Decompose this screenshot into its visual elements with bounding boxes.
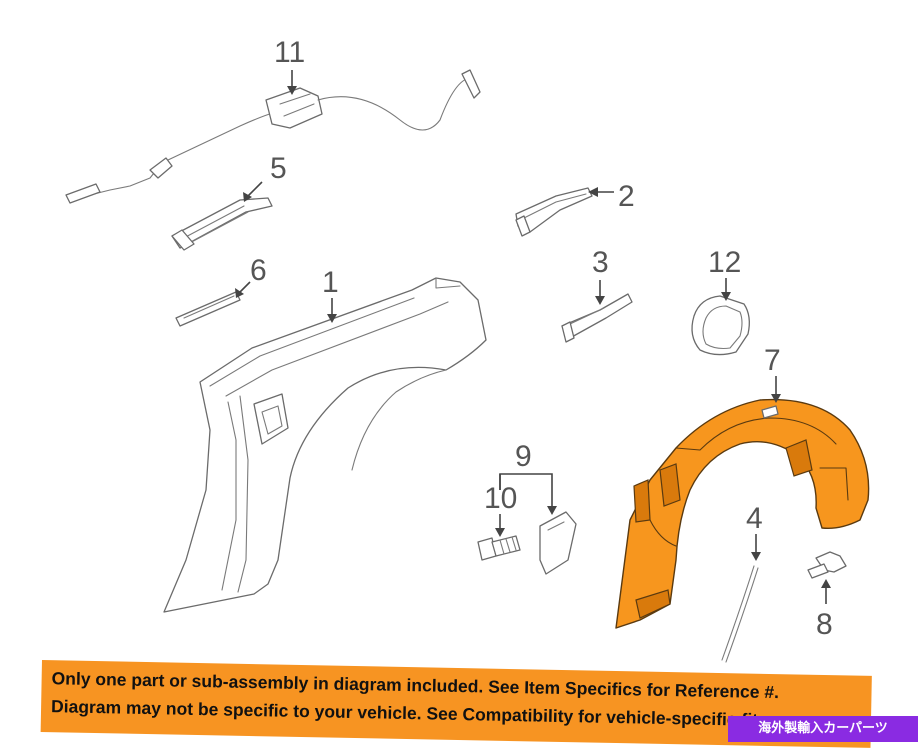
callout-3: 3 xyxy=(592,246,609,279)
callout-12: 12 xyxy=(708,246,741,279)
part-6-strip xyxy=(175,291,241,327)
callout-6: 6 xyxy=(250,254,267,287)
disclaimer-line-2: Diagram may not be specific to your vehi… xyxy=(50,696,764,730)
part-11-cable xyxy=(65,69,481,204)
callout-1: 1 xyxy=(322,266,339,299)
callout-9: 9 xyxy=(515,440,532,473)
part-4-seal xyxy=(721,565,759,663)
part-9-clip xyxy=(539,511,577,575)
callout-4: 4 xyxy=(746,502,763,535)
part-7-wheelhouse-liner xyxy=(615,398,870,629)
callout-2: 2 xyxy=(618,180,635,213)
callout-10: 10 xyxy=(484,482,517,515)
callout-8: 8 xyxy=(816,608,833,641)
part-3-bracket xyxy=(561,293,633,343)
callout-7: 7 xyxy=(764,344,781,377)
part-1-quarter-panel xyxy=(163,277,487,613)
part-10-bolt xyxy=(477,535,521,561)
part-5-bracket xyxy=(171,197,273,251)
watermark-badge: 海外製輸入カーパーツ xyxy=(728,716,918,742)
part-8-push-pin xyxy=(807,551,847,579)
part-2-bracket xyxy=(515,187,593,237)
callout-11: 11 xyxy=(274,36,305,69)
part-12-fuel-door xyxy=(691,295,750,356)
callout-5: 5 xyxy=(270,152,287,185)
